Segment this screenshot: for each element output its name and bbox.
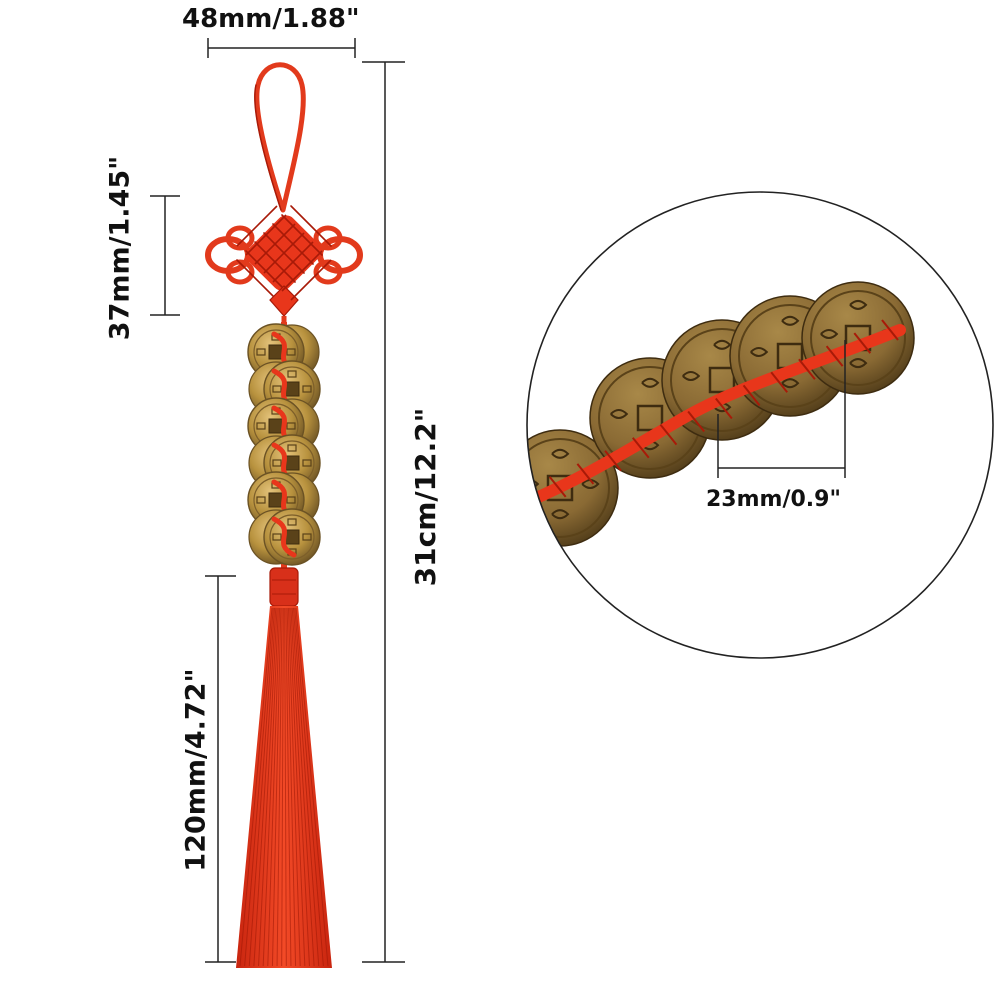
- knot-height-dimension-label: 37mm/1.45": [104, 155, 136, 341]
- total-length-dimension-label: 31cm/12.2": [409, 407, 442, 587]
- tassel-length-dimension-label: 120mm/4.72": [180, 668, 212, 872]
- coin-icon: [248, 508, 321, 566]
- dimension-lines: [150, 38, 405, 963]
- coin-dimension-line: [717, 340, 846, 478]
- width-dimension-label: 48mm/1.88": [182, 4, 360, 34]
- hanging-loop: [254, 62, 306, 213]
- coin-strand: [247, 322, 321, 572]
- zoom-circle-icon: [526, 191, 994, 659]
- coin-diameter-dimension-label: 23mm/0.9": [706, 487, 841, 512]
- tassel-icon: [236, 567, 332, 968]
- chinese-knot-icon: [205, 205, 363, 325]
